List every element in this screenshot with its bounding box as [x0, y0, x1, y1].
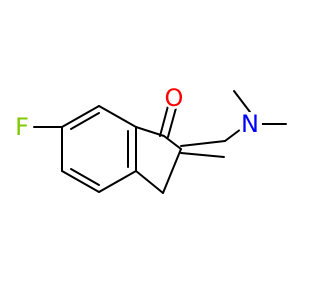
bond-c4-c5 [61, 170, 100, 193]
bond-c6-c7 [61, 105, 100, 128]
bond-c1-o-b [167, 107, 177, 138]
bond-c7a-c1 [135, 126, 165, 137]
molecule-structure: F O N [15, 84, 287, 194]
bond-c2-ch-b [180, 152, 225, 158]
atom-fluorine-label: F [15, 113, 29, 141]
bond-c2-ch-a [180, 140, 226, 147]
bond-c1-o-a [159, 105, 169, 137]
atom-nitrogen-label: N [241, 110, 259, 138]
atom-oxygen-label: O [165, 84, 184, 112]
bond-c2-c3 [162, 148, 182, 194]
bond-c3a-c4 [98, 170, 137, 193]
bond-c1-c2 [163, 135, 182, 150]
bond-n-methyl-up [233, 90, 251, 113]
bond-double-c6-c7-inner [70, 112, 100, 130]
bond-double-c4-c5-inner [70, 168, 100, 186]
bond-ch-n [224, 128, 242, 142]
bond-c7-c7a [98, 105, 137, 128]
bond-c3-c3a [135, 170, 164, 194]
